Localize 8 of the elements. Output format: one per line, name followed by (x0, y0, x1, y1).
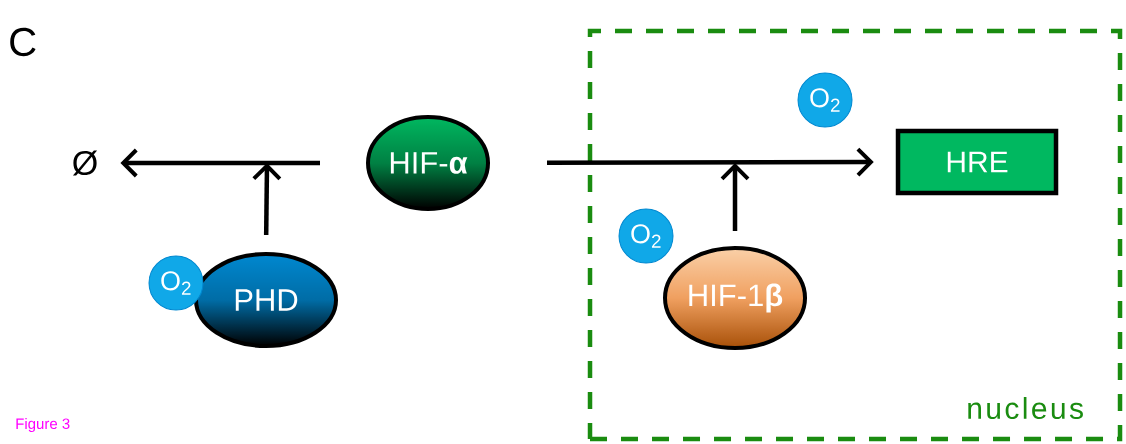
symbol-text: Ø (72, 150, 98, 176)
figure-label: Figure 3 (16, 418, 70, 432)
element-box: HRE (895, 128, 1059, 196)
arrow (547, 147, 874, 177)
arrow (252, 163, 282, 236)
panel-letter: C (10, 27, 36, 57)
arrow (720, 163, 750, 231)
arrow (120, 148, 320, 178)
